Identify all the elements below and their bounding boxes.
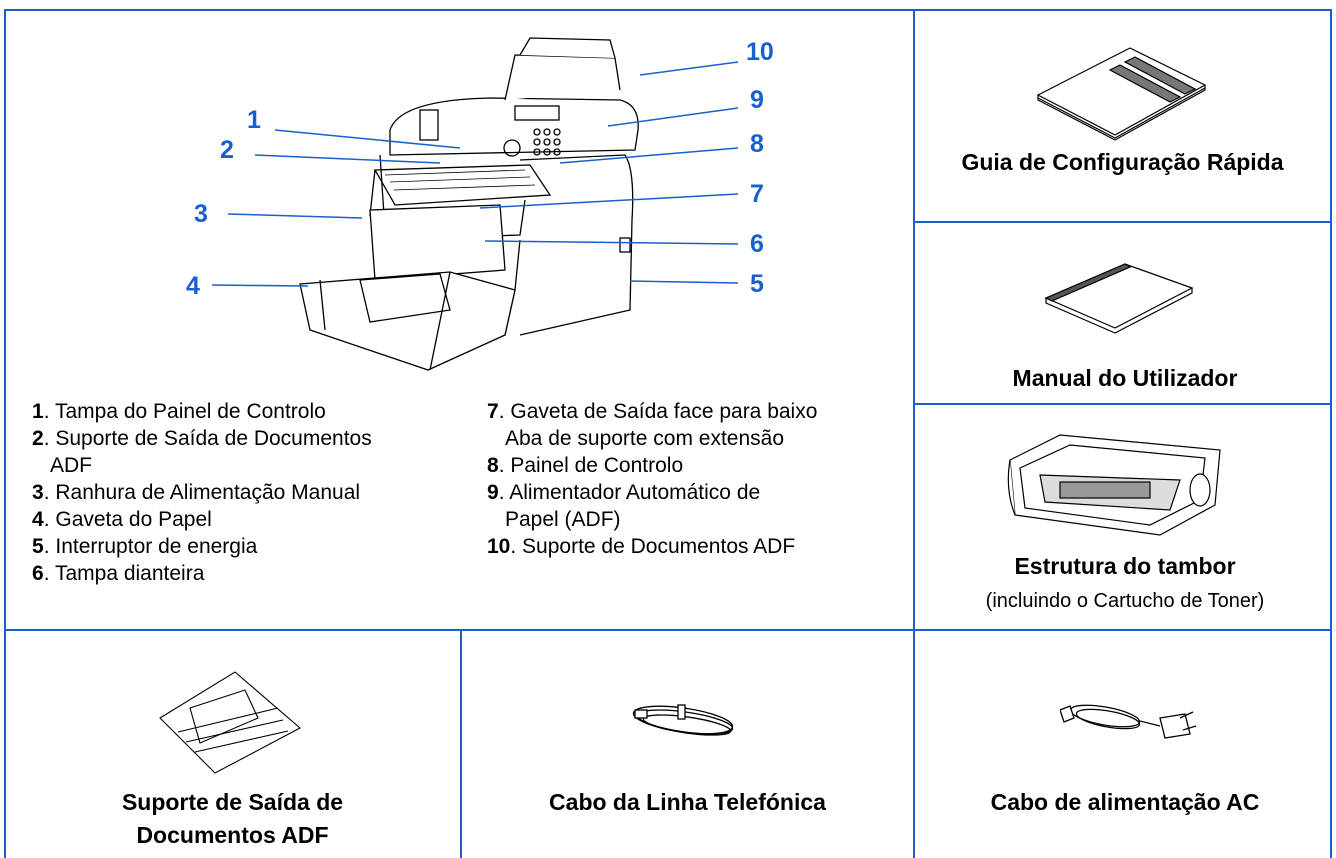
ac-power-cord-caption: Cabo de alimentação AC [990,789,1260,815]
callout-8: 8 [750,130,764,158]
page-frame [4,9,1332,858]
callout-3: 3 [194,200,208,228]
callout-leaders [211,61,739,287]
quick-setup-guide-caption: Guia de Configuração Rápida [961,149,1284,175]
part-label: . Tampa dianteira [43,562,205,585]
divider-horizontal-1 [913,221,1332,223]
divider-vertical-bottom-2 [913,629,915,858]
callout-7: 7 [750,180,764,208]
part-number: 3 [32,481,44,504]
telephone-line-cord-caption: Cabo da Linha Telefónica [549,789,826,815]
part-number: 9 [487,481,499,504]
drum-unit-note: (incluindo o Cartucho de Toner) [985,590,1265,612]
part-label-continued: Papel (ADF) [505,508,621,531]
part-label: . Tampa do Painel de Controlo [43,400,326,423]
part-item: 10. Suporte de Documentos ADF [487,533,817,560]
part-label-continued: Aba de suporte com extensão [505,427,785,450]
part-number: 10 [487,535,511,558]
part-number: 2 [32,427,44,450]
part-label: . Gaveta do Papel [43,508,212,531]
fax-machine-illustration [299,37,639,371]
callout-10: 10 [746,38,774,66]
callout-1: 1 [247,106,261,134]
part-number: 4 [32,508,44,531]
part-item: 8. Painel de Controlo [487,452,817,479]
divider-vertical-bottom-1 [460,629,462,858]
callout-9: 9 [750,86,764,114]
part-label: . Interruptor de energia [43,535,258,558]
part-item: 1. Tampa do Painel de Controlo [32,398,372,425]
divider-vertical-right [913,9,915,630]
adf-output-support-illustration [159,671,301,774]
part-label: . Ranhura de Alimentação Manual [43,481,361,504]
part-number: 6 [32,562,44,585]
quick-setup-guide-illustration [1036,47,1207,141]
part-label: . Suporte de Saída de Documentos [43,427,372,450]
callout-4: 4 [186,272,200,300]
divider-horizontal-main [4,629,1332,631]
part-number: 1 [32,400,44,423]
ac-power-cord-illustration [1060,704,1197,739]
divider-horizontal-2 [913,403,1332,405]
drum-unit-caption: Estrutura do tambor [1014,553,1236,579]
part-item: 9. Alimentador Automático de Papel (ADF) [487,479,817,533]
drum-unit-illustration [1007,434,1221,536]
part-number: 7 [487,400,499,423]
part-item: 3. Ranhura de Alimentação Manual [32,479,372,506]
callout-2: 2 [220,136,234,164]
part-item: 4. Gaveta do Papel [32,506,372,533]
user-manual-caption: Manual do Utilizador [1012,365,1238,391]
part-item: 6. Tampa dianteira [32,560,372,587]
user-manual-illustration [1044,263,1194,334]
part-label: . Gaveta de Saída face para baixo [498,400,818,423]
part-number: 8 [487,454,499,477]
parts-list-left: 1. Tampa do Painel de Controlo 2. Suport… [32,398,372,587]
part-label-continued: ADF [50,454,92,477]
part-label: . Painel de Controlo [498,454,684,477]
part-label: . Suporte de Documentos ADF [510,535,796,558]
adf-output-support-caption: Suporte de Saída de Documentos ADF [121,789,344,848]
telephone-line-cord-illustration [632,704,734,736]
part-label: . Alimentador Automático de [498,481,761,504]
part-item: 5. Interruptor de energia [32,533,372,560]
part-number: 5 [32,535,44,558]
callout-5: 5 [750,270,764,298]
callout-6: 6 [750,230,764,258]
